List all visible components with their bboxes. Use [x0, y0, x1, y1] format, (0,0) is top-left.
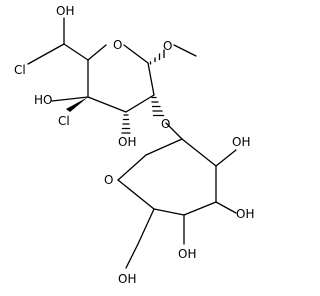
lower-ring — [117, 122, 217, 216]
bond — [153, 208, 185, 216]
atom-labels: O O OH Cl HO Cl OH O OH OH OH OH O — [14, 4, 254, 286]
atom-label-link-oxygen: O — [161, 117, 170, 131]
atom-label-ring2-c3-hydroxyl: OH — [236, 207, 254, 221]
molecule-structure: O O OH Cl HO Cl OH O OH OH OH OH O — [14, 4, 254, 286]
bond — [63, 43, 89, 61]
bond — [123, 44, 149, 64]
bond — [125, 94, 155, 113]
bond — [51, 96, 89, 102]
bond — [117, 179, 155, 210]
bond — [165, 122, 183, 140]
bond — [173, 44, 197, 57]
atom-label-ring2-c6-hydroxyl: OH — [118, 272, 136, 286]
lower-ring-substituents — [125, 149, 237, 269]
atom-label-c4-chloro: Cl — [58, 114, 70, 128]
c4-substituents — [51, 96, 89, 112]
bond — [117, 154, 147, 181]
bond — [27, 43, 65, 65]
atom-label-c3-hydroxyl: OH — [118, 135, 136, 149]
bond — [145, 138, 183, 156]
wedge-bond — [66, 97, 88, 112]
bond — [125, 243, 139, 269]
chloromethanol-group — [27, 17, 89, 65]
c3-hashed-bond — [121, 114, 131, 134]
c2-hashed-bond — [151, 96, 165, 117]
upper-ring — [87, 44, 155, 113]
atom-label-ring2-c4-hydroxyl: OH — [178, 247, 196, 261]
bond — [137, 208, 155, 245]
atom-label-ring-oxygen: O — [113, 38, 122, 52]
atom-label-glycosidic-oxygen: O — [163, 39, 172, 53]
bond — [87, 44, 107, 61]
atom-label-c4-hydroxyl: HO — [34, 93, 52, 107]
atom-label-hemiacetal-oh: OH — [56, 4, 74, 18]
bond — [87, 96, 127, 113]
atom-label-ring2-c2-hydroxyl: OH — [232, 135, 250, 149]
bond — [147, 62, 155, 96]
bond — [215, 149, 237, 167]
atom-label-chloro-top: Cl — [14, 63, 26, 77]
bond — [215, 201, 237, 214]
bond — [181, 138, 217, 167]
atom-label-ring2-oxygen: O — [104, 173, 113, 187]
bond — [183, 201, 217, 216]
methoxy-hashed-bond — [149, 44, 197, 65]
